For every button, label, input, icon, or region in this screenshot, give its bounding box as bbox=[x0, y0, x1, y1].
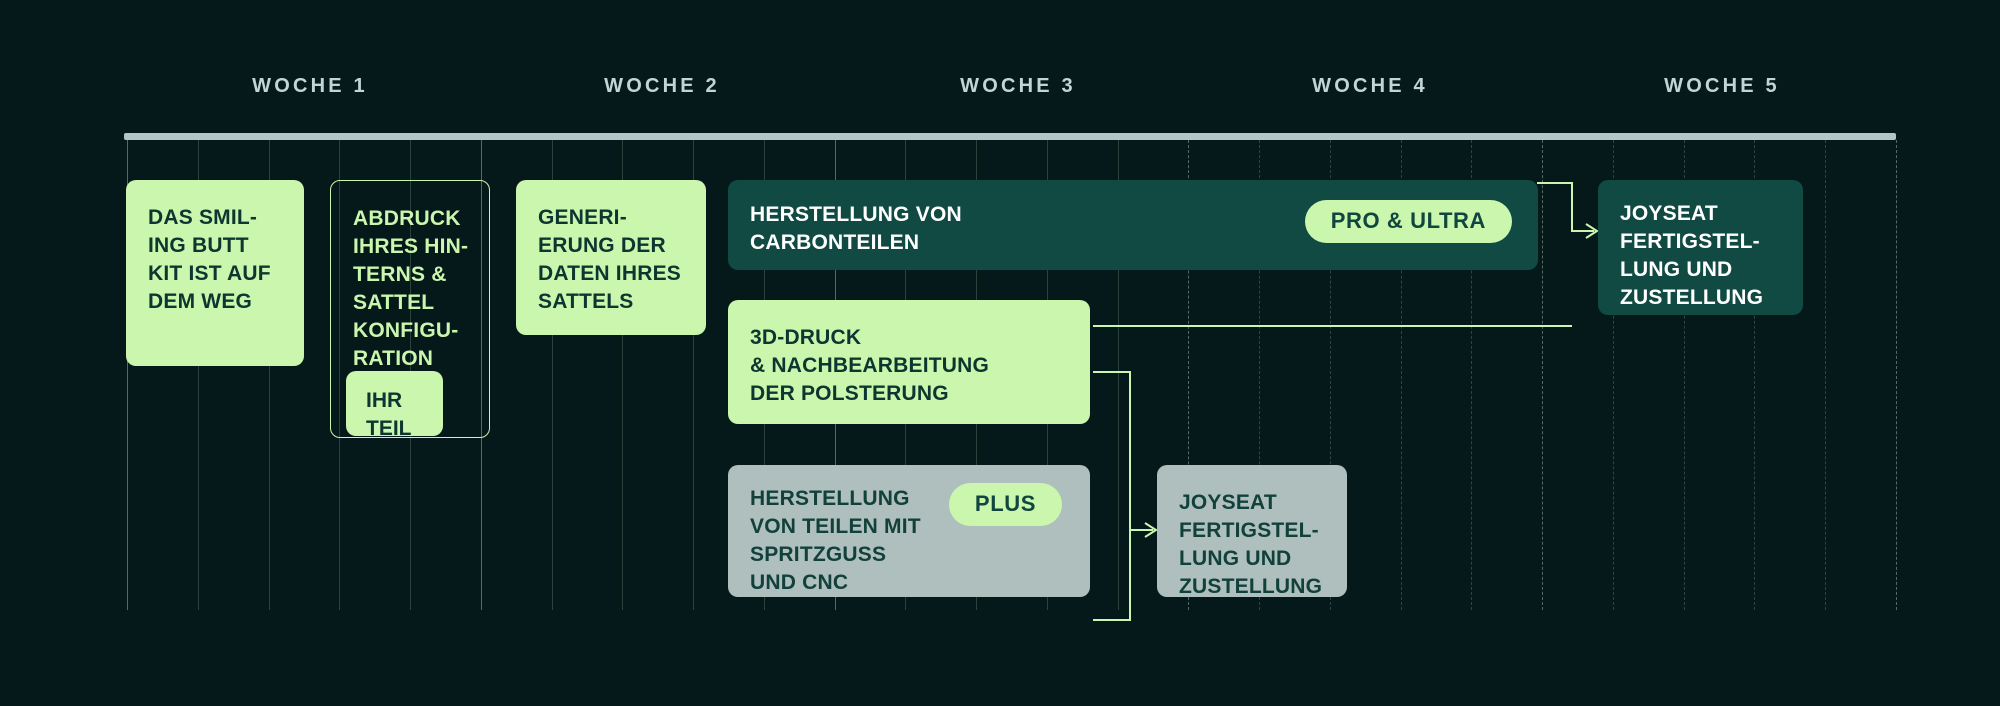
task-line: ERUNG DER bbox=[538, 233, 666, 257]
arrowhead-joyseat-plus bbox=[1144, 522, 1158, 538]
task-line: TERNS & bbox=[353, 262, 447, 286]
connector-spritzguss-to-joyseat-plus bbox=[1093, 530, 1131, 621]
task-line: HERSTELLUNG VON bbox=[750, 203, 962, 226]
arrowhead-carbon-to-joyseat bbox=[1585, 223, 1599, 239]
task-line: ABDRUCK bbox=[353, 207, 461, 230]
task-line: DER POLSTERUNG bbox=[750, 381, 949, 405]
week-label-4: WOCHE 4 bbox=[1312, 75, 1428, 97]
task-line: JOYSEAT bbox=[1179, 491, 1277, 514]
task-line: FERTIGSTEL- bbox=[1620, 229, 1760, 253]
task-line: TEIL bbox=[366, 416, 412, 440]
task-line: DEM WEG bbox=[148, 289, 253, 313]
week-label-5: WOCHE 5 bbox=[1664, 75, 1780, 97]
task-line: 3D-DRUCK bbox=[750, 326, 862, 349]
task-line: IHR bbox=[366, 389, 403, 412]
timeline-ruler bbox=[124, 133, 1896, 140]
task-line: UND CNC bbox=[750, 570, 849, 594]
task-abdruck-konfiguration[interactable]: ABDRUCK IHRES HIN- TERNS & SATTEL KONFIG… bbox=[330, 180, 490, 438]
badge-plus: PLUS bbox=[948, 483, 1062, 526]
task-line: GENERI- bbox=[538, 206, 627, 229]
task-line: ING BUTT bbox=[148, 233, 249, 257]
task-line: KIT IST AUF bbox=[148, 261, 271, 285]
task-line: DAS SMIL- bbox=[148, 206, 258, 229]
task-line: LUNG UND bbox=[1179, 546, 1292, 570]
day-gridline bbox=[1825, 140, 1827, 610]
task-line: FERTIGSTEL- bbox=[1179, 518, 1319, 542]
week-label-3: WOCHE 3 bbox=[960, 75, 1076, 97]
week-label-1: WOCHE 1 bbox=[252, 75, 368, 97]
task-line: SATTELS bbox=[538, 289, 634, 313]
task-generierung-daten[interactable]: GENERI- ERUNG DER DATEN IHRES SATTELS bbox=[516, 180, 706, 335]
task-herstellung-carbonteile[interactable]: HERSTELLUNG VON CARBONTEILEN PRO & ULTRA bbox=[728, 180, 1538, 270]
task-joyseat-fertigstellung-pro[interactable]: JOYSEAT FERTIGSTEL- LUNG UND ZUSTELLUNG bbox=[1598, 180, 1803, 315]
task-line: SATTEL bbox=[353, 290, 435, 314]
task-kit-unterwegs[interactable]: DAS SMIL- ING BUTT KIT IST AUF DEM WEG bbox=[126, 180, 304, 366]
task-ihr-teil[interactable]: IHR TEIL bbox=[346, 371, 443, 440]
task-line: HERSTELLUNG bbox=[750, 487, 910, 510]
task-spritzguss-cnc[interactable]: HERSTELLUNG VON TEILEN MIT SPRITZGUSS UN… bbox=[728, 465, 1090, 597]
task-line: ZUSTELLUNG bbox=[1620, 285, 1764, 309]
week-gridline bbox=[1896, 140, 1897, 610]
task-line: DATEN IHRES bbox=[538, 261, 681, 285]
task-line: RATION bbox=[353, 346, 434, 370]
week-gridline bbox=[1542, 140, 1544, 610]
connector-carbon-to-joyseat bbox=[1537, 182, 1594, 232]
task-line: KONFIGU- bbox=[353, 318, 459, 342]
task-line: LUNG UND bbox=[1620, 257, 1733, 281]
task-line: & NACHBEARBEITUNG bbox=[750, 353, 990, 377]
task-line: SPRITZGUSS bbox=[750, 542, 887, 566]
task-joyseat-fertigstellung-plus[interactable]: JOYSEAT FERTIGSTEL- LUNG UND ZUSTELLUNG bbox=[1157, 465, 1347, 598]
task-line: CARBONTEILEN bbox=[750, 230, 920, 254]
task-line: ZUSTELLUNG bbox=[1179, 574, 1323, 598]
week-label-2: WOCHE 2 bbox=[604, 75, 720, 97]
task-3d-druck-polsterung[interactable]: 3D-DRUCK & NACHBEARBEITUNG DER POLSTERUN… bbox=[728, 300, 1090, 424]
task-line: VON TEILEN MIT bbox=[750, 514, 921, 538]
badge-pro-ultra: PRO & ULTRA bbox=[1304, 200, 1512, 243]
task-line: JOYSEAT bbox=[1620, 202, 1718, 225]
connector-druck-to-joyseat-plus bbox=[1093, 371, 1153, 531]
task-line: IHRES HIN- bbox=[353, 234, 469, 258]
